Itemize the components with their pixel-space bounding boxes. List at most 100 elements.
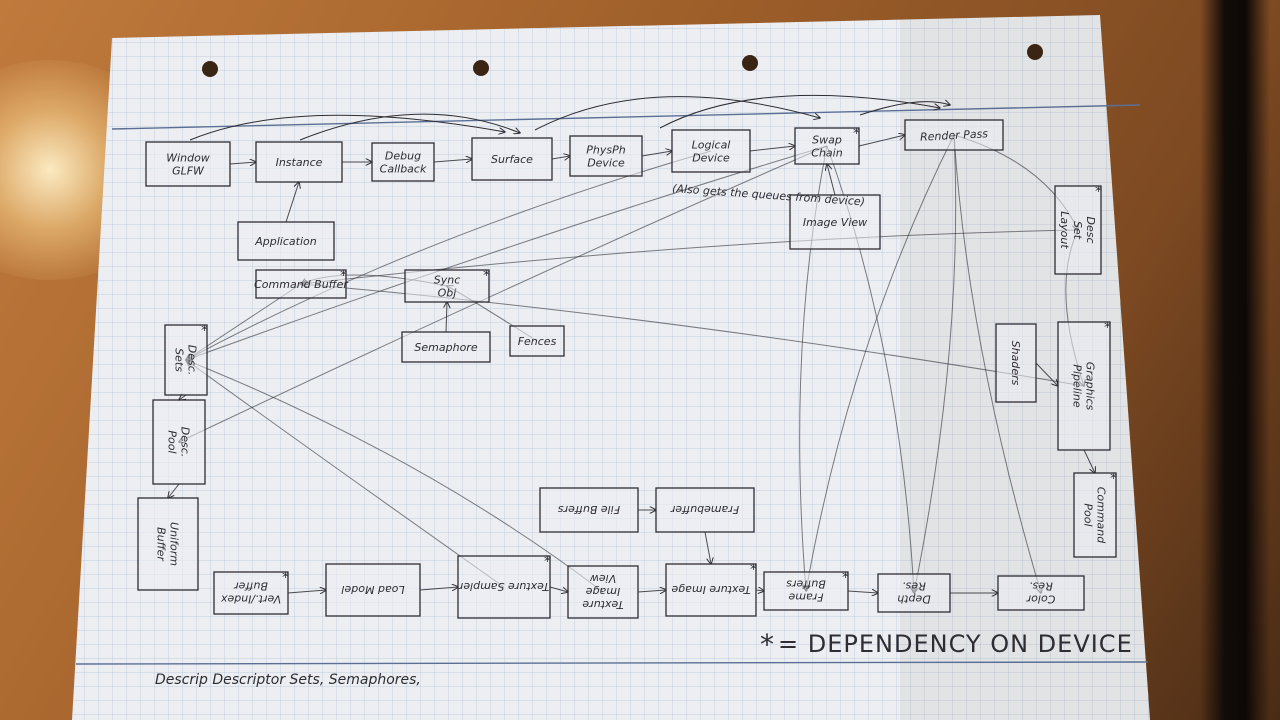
top-arc-arrow xyxy=(859,102,950,116)
node-label: Render Pass xyxy=(920,127,989,144)
connection-arrow xyxy=(179,395,187,400)
node-box xyxy=(371,142,435,182)
node-box xyxy=(789,194,881,250)
node-descpool: Desc.Pool xyxy=(152,399,206,485)
connection-arrow xyxy=(433,159,472,162)
device-dependency-star: * xyxy=(1095,184,1102,200)
connection-arrow xyxy=(914,134,957,593)
legend-text: = DEPENDENCY ON DEVICE xyxy=(778,630,1133,658)
node-box xyxy=(325,563,421,617)
connection-arrow xyxy=(637,590,666,592)
node-framebuffer: Framebuffer xyxy=(655,487,755,533)
node-label: File Buffers xyxy=(558,503,620,516)
node-label: Instance xyxy=(276,156,323,169)
device-dependency-star: * xyxy=(340,268,347,284)
binder-hole xyxy=(742,55,758,71)
node-commandbuffer: Command Buffer* xyxy=(254,268,349,299)
node-box xyxy=(567,565,639,619)
connection-arrow xyxy=(755,590,764,591)
node-box xyxy=(164,324,208,396)
node-box xyxy=(509,325,565,357)
top-margin-line xyxy=(111,104,1141,130)
device-dependency-star: * xyxy=(853,126,860,142)
connection-arrow xyxy=(953,134,1041,593)
node-descsetlayout: DescSetLayout * xyxy=(1054,184,1102,275)
node-box xyxy=(137,497,199,591)
node-label: Texture Sampler xyxy=(457,580,549,593)
node-box xyxy=(539,487,639,533)
connection-arrow xyxy=(186,360,604,593)
node-uniformbuffer: UniformBuffer xyxy=(137,497,199,591)
device-dependency-star: * xyxy=(842,570,849,586)
top-arc-arrow xyxy=(534,96,820,131)
node-label: Vert./IndexBuffer xyxy=(220,580,281,606)
node-label: Surface xyxy=(491,153,533,166)
node-box xyxy=(997,575,1085,611)
top-arc-arrow xyxy=(299,113,520,141)
node-label: Semaphore xyxy=(414,341,477,354)
device-dependency-star: * xyxy=(282,570,289,586)
binder-hole xyxy=(1027,44,1043,60)
node-box xyxy=(255,269,347,299)
connection-arrow xyxy=(168,483,180,498)
node-box xyxy=(655,487,755,533)
node-label: UniformBuffer xyxy=(155,522,181,566)
node-instance: Instance xyxy=(255,141,343,183)
node-texturesampler: Texture Sampler* xyxy=(457,554,551,619)
connection-arrow xyxy=(287,590,326,593)
node-label: Load Model xyxy=(341,583,404,596)
device-dependency-star: * xyxy=(750,562,757,578)
node-box xyxy=(471,137,553,181)
node-box xyxy=(763,571,849,611)
node-box xyxy=(1057,321,1111,451)
node-surface: Surface xyxy=(471,137,553,181)
node-pipeline: GraphicsPipeline* xyxy=(1057,320,1111,451)
connection-arrow xyxy=(858,135,905,147)
device-dependency-star: * xyxy=(201,323,208,339)
node-shaders: Shaders xyxy=(995,323,1037,403)
connection-arrow xyxy=(179,145,828,442)
node-label: DescSetLayout xyxy=(1058,211,1097,249)
cable-shadow xyxy=(1200,0,1270,720)
node-box xyxy=(665,563,757,617)
connection-arrow xyxy=(285,182,299,223)
binder-hole xyxy=(473,60,489,76)
node-label: GraphicsPipeline xyxy=(1071,362,1097,411)
node-box xyxy=(877,573,951,613)
node-label: DepthRes. xyxy=(897,580,931,606)
node-box xyxy=(255,141,343,183)
node-label: Command Buffer xyxy=(254,278,349,291)
node-textureimageview: TextureImageView xyxy=(567,565,639,619)
connection-arrow xyxy=(186,360,505,588)
node-box xyxy=(904,119,1004,151)
connection-arrow xyxy=(419,587,458,590)
node-label: CommandPool xyxy=(1082,487,1108,545)
node-label: Image View xyxy=(803,216,867,229)
node-box xyxy=(995,323,1037,403)
node-framebuffers: FrameBuffers * xyxy=(763,570,849,611)
node-box xyxy=(794,127,860,165)
connection-arrow xyxy=(806,134,955,591)
node-label: TextureImageView xyxy=(582,572,623,611)
node-box xyxy=(1054,185,1102,275)
connection-arrow xyxy=(1083,449,1095,473)
node-textureimage: Texture Image* xyxy=(665,562,757,617)
legend-star: * xyxy=(760,628,774,661)
node-fences: Fences xyxy=(509,325,565,357)
node-label: FrameBuffers xyxy=(786,578,826,604)
connection-arrow xyxy=(229,162,256,164)
node-label: Texture Image xyxy=(671,583,750,596)
connection-arrow xyxy=(549,586,568,592)
